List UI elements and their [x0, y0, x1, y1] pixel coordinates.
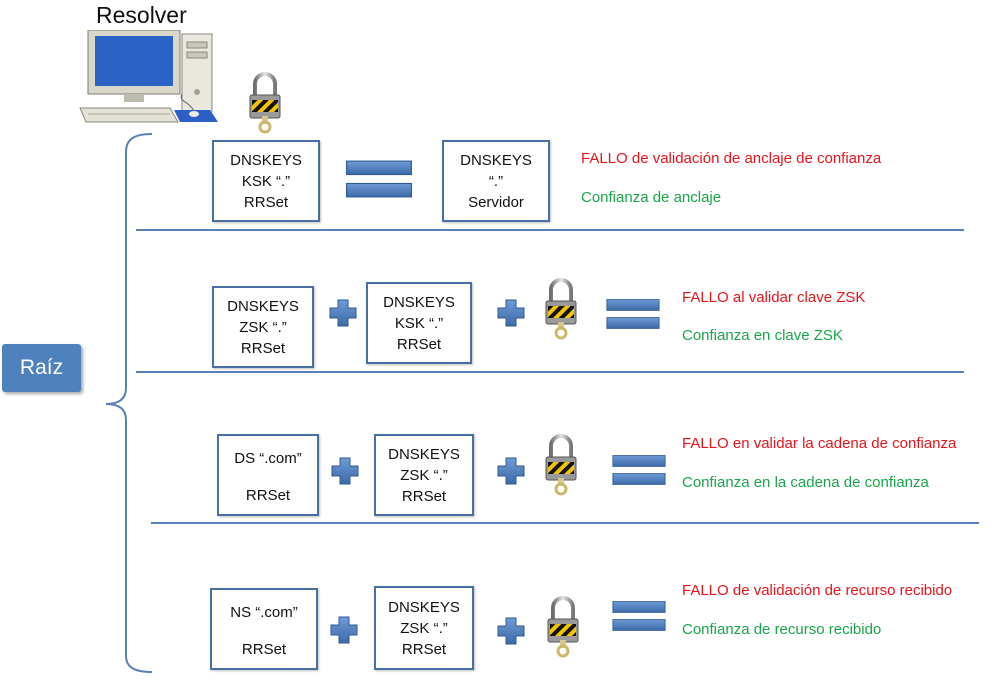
equals-icon	[612, 600, 666, 632]
equals-icon	[612, 454, 666, 486]
padlock-icon	[546, 590, 580, 662]
padlock-icon	[248, 66, 282, 138]
padlock-icon	[544, 272, 578, 344]
plus-icon	[496, 298, 526, 328]
zsk-rrset-box: DNSKEYS ZSK “.” RRSet	[212, 286, 314, 368]
root-zone-label: Raíz	[2, 344, 81, 392]
equals-icon	[345, 160, 413, 198]
row-divider	[151, 522, 979, 524]
success-message: Confianza de anclaje	[581, 189, 722, 206]
equals-icon	[606, 298, 660, 330]
plus-icon	[328, 298, 358, 328]
ds-com-rrset-box: DS “.com” RRSet	[217, 434, 319, 516]
fail-message: FALLO de validación de anclaje de confia…	[581, 150, 882, 167]
computer-icon	[79, 30, 218, 123]
ksk-rrset-box: DNSKEYS KSK “.” RRSet	[212, 140, 320, 222]
success-message: Confianza en la cadena de confianza	[682, 474, 929, 491]
plus-icon	[496, 616, 526, 646]
zsk-rrset-box: DNSKEYS ZSK “.” RRSet	[374, 434, 474, 516]
success-message: Confianza de recurso recibido	[682, 621, 882, 638]
plus-icon	[496, 456, 526, 486]
row-divider	[136, 371, 964, 373]
success-message: Confianza en clave ZSK	[682, 327, 843, 344]
ksk-rrset-box: DNSKEYS KSK “.” RRSet	[366, 282, 472, 364]
zsk-rrset-box: DNSKEYS ZSK “.” RRSet	[374, 586, 474, 670]
row-divider	[136, 229, 964, 231]
plus-icon	[330, 456, 360, 486]
server-dnskeys-box: DNSKEYS “.” Servidor	[442, 140, 550, 222]
fail-message: FALLO en validar la cadena de confianza	[682, 435, 957, 452]
fail-message: FALLO de validación de recurso recibido	[682, 582, 953, 599]
root-bracket	[105, 133, 153, 673]
padlock-icon	[544, 428, 578, 500]
fail-message: FALLO al validar clave ZSK	[682, 289, 866, 306]
plus-icon	[329, 615, 359, 645]
ns-com-rrset-box: NS “.com” RRSet	[210, 588, 318, 670]
page-title: Resolver	[96, 2, 187, 28]
